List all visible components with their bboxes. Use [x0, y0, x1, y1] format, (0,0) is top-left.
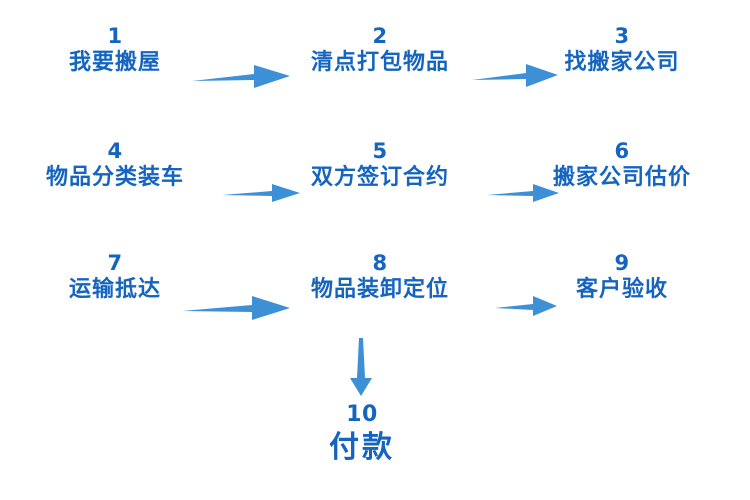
step-number: 2: [372, 24, 388, 48]
flow-step-8[interactable]: 8 物品装卸定位: [260, 251, 500, 305]
flow-step-6[interactable]: 6 搬家公司估价: [502, 139, 742, 193]
step-label: 运输抵达: [68, 277, 161, 302]
flow-step-1[interactable]: 1 我要搬屋: [0, 24, 235, 78]
flow-step-5[interactable]: 5 双方签订合约: [260, 139, 500, 193]
step-label: 找搬家公司: [564, 50, 680, 75]
step-label: 我要搬屋: [68, 50, 161, 75]
arrow-step2-to-step3-icon: [472, 60, 558, 92]
step-number: 8: [372, 251, 388, 275]
step-number: 5: [372, 139, 388, 163]
flow-step-3[interactable]: 3 找搬家公司: [502, 24, 742, 78]
arrow-step5-to-step6-icon: [487, 180, 559, 206]
flow-step-9[interactable]: 9 客户验收: [502, 251, 742, 305]
step-number: 3: [614, 24, 630, 48]
step-number: 7: [107, 251, 123, 275]
arrow-step4-to-step5-icon: [222, 180, 300, 206]
step-number: 10: [346, 402, 378, 427]
arrow-step8-to-step10-icon: [345, 338, 377, 396]
step-label: 清点打包物品: [310, 50, 449, 75]
flow-step-10[interactable]: 10 付款: [242, 402, 482, 468]
arrow-step7-to-step8-icon: [182, 292, 290, 324]
flow-step-7[interactable]: 7 运输抵达: [0, 251, 235, 305]
arrow-step1-to-step2-icon: [192, 60, 290, 92]
step-number: 9: [614, 251, 630, 275]
step-label: 客户验收: [575, 277, 668, 302]
step-number: 6: [614, 139, 630, 163]
step-number: 1: [107, 24, 123, 48]
step-number: 4: [107, 139, 123, 163]
step-label: 付款: [329, 430, 395, 465]
step-label: 物品分类装车: [45, 165, 184, 190]
step-label: 搬家公司估价: [552, 165, 691, 190]
step-label: 双方签订合约: [310, 165, 449, 190]
arrow-step8-to-step9-icon: [495, 292, 557, 320]
flow-step-4[interactable]: 4 物品分类装车: [0, 139, 235, 193]
step-label: 物品装卸定位: [310, 277, 449, 302]
flow-step-2[interactable]: 2 清点打包物品: [260, 24, 500, 78]
